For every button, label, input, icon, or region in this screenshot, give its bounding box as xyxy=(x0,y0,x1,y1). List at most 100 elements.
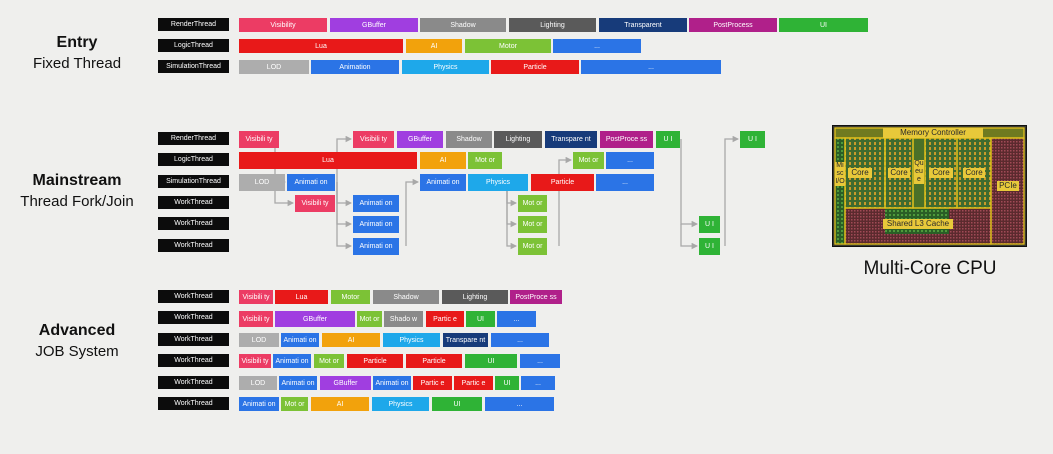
thread-label-logic: LogicThread xyxy=(158,39,229,52)
task-block: GBuffer xyxy=(320,376,371,390)
thread-label-work: WorkThread xyxy=(158,196,229,209)
section-subtitle-mainstream: Thread Fork/Join xyxy=(20,193,134,210)
thread-label-render: RenderThread xyxy=(158,18,229,31)
task-block: Particle xyxy=(531,174,594,191)
cpu-label-memory-controller: Memory Controller xyxy=(883,128,983,138)
section-title-mainstream: Mainstream xyxy=(32,172,122,189)
task-block: Physics xyxy=(468,174,528,191)
thread-label-work: WorkThread xyxy=(158,397,229,410)
thread-label-work: WorkThread xyxy=(158,290,229,303)
cpu-label-l3-cache: Shared L3 Cache xyxy=(883,219,953,229)
task-block: Animati on xyxy=(373,376,411,390)
thread-label-work: WorkThread xyxy=(158,311,229,324)
cpu-label-core: Core xyxy=(888,168,910,178)
task-block: Transpare nt xyxy=(443,333,488,347)
task-block: Physics xyxy=(383,333,440,347)
task-block: Animati on xyxy=(279,376,317,390)
cpu-label-misc-io: Misc I/O xyxy=(835,162,845,186)
task-block: ... xyxy=(596,174,654,191)
task-block: Visibili ty xyxy=(239,311,273,327)
task-block: GBuffer xyxy=(330,18,418,32)
task-block: U I xyxy=(699,238,720,255)
cpu-label-core: Core xyxy=(963,168,985,178)
task-block: Shado w xyxy=(384,311,423,327)
task-block: Partic e xyxy=(454,376,493,390)
task-block: U I xyxy=(699,216,720,233)
task-block: Animation xyxy=(311,60,399,74)
task-block: Partic e xyxy=(413,376,452,390)
task-block: ... xyxy=(581,60,721,74)
cpu-label-pcie: PCIe xyxy=(997,181,1019,191)
task-block: Visibility xyxy=(239,18,327,32)
section-subtitle-entry: Fixed Thread xyxy=(32,55,122,72)
task-block: UI xyxy=(432,397,482,411)
section-subtitle-advanced: JOB System xyxy=(35,343,119,360)
task-block: AI xyxy=(420,152,466,169)
thread-label-logic: LogicThread xyxy=(158,153,229,166)
cpu-label-core: Core xyxy=(848,168,872,178)
task-block: AI xyxy=(406,39,462,53)
task-block: UI xyxy=(465,354,517,368)
thread-label-simulation: SimulationThread xyxy=(158,60,229,73)
task-block: ... xyxy=(520,354,560,368)
task-block: Animati on xyxy=(287,174,335,191)
task-block: Lua xyxy=(239,39,403,53)
task-block: AI xyxy=(322,333,380,347)
task-block: Lua xyxy=(275,290,328,304)
task-block: Shadow xyxy=(373,290,439,304)
task-block: Mot or xyxy=(518,216,547,233)
task-block: LOD xyxy=(239,174,285,191)
task-block: Visibili ty xyxy=(239,354,271,368)
task-block: Visibili ty xyxy=(239,131,279,148)
thread-label-render: RenderThread xyxy=(158,132,229,145)
task-block: U I xyxy=(656,131,680,148)
task-block: Shadow xyxy=(446,131,492,148)
task-block: Transparent xyxy=(599,18,687,32)
task-block: PostProce ss xyxy=(510,290,562,304)
task-block: ... xyxy=(521,376,555,390)
task-block: Mot or xyxy=(518,195,547,212)
task-block: Visibili ty xyxy=(239,290,273,304)
task-block: Animati on xyxy=(239,397,279,411)
task-block: Motor xyxy=(331,290,370,304)
task-block: Animati on xyxy=(353,238,399,255)
task-block: Visibili ty xyxy=(353,131,394,148)
task-block: Animati on xyxy=(420,174,466,191)
task-block: ... xyxy=(485,397,554,411)
task-block: UI xyxy=(495,376,519,390)
task-block: LOD xyxy=(239,60,309,74)
thread-label-work: WorkThread xyxy=(158,239,229,252)
task-block: Animati on xyxy=(281,333,319,347)
section-title-advanced: Advanced xyxy=(38,322,116,339)
task-block: ... xyxy=(606,152,654,169)
task-block: Animati on xyxy=(273,354,311,368)
task-block: Animati on xyxy=(353,195,399,212)
task-block: Motor xyxy=(465,39,551,53)
section-title-entry: Entry xyxy=(56,34,98,51)
task-block: ... xyxy=(553,39,641,53)
task-block: Mot or xyxy=(281,397,308,411)
task-block: Particle xyxy=(491,60,579,74)
task-block: Physics xyxy=(402,60,489,74)
task-block: GBuffer xyxy=(397,131,443,148)
task-block: Particle xyxy=(406,354,462,368)
task-block: LOD xyxy=(239,376,277,390)
thread-label-simulation: SimulationThread xyxy=(158,175,229,188)
task-block: Lua xyxy=(239,152,417,169)
cpu-caption: Multi-Core CPU xyxy=(863,258,997,279)
cpu-label-queue: Queue xyxy=(914,160,924,184)
task-block: U I xyxy=(740,131,765,148)
task-block: Mot or xyxy=(357,311,382,327)
task-block: Lighting xyxy=(509,18,596,32)
task-block: Partic e xyxy=(426,311,464,327)
task-block: AI xyxy=(311,397,369,411)
task-block: Mot or xyxy=(573,152,604,169)
task-block: Particle xyxy=(347,354,403,368)
task-block: Physics xyxy=(372,397,429,411)
task-block: Transpare nt xyxy=(545,131,597,148)
task-block: Shadow xyxy=(420,18,506,32)
task-block: PostProce ss xyxy=(600,131,653,148)
task-block: ... xyxy=(497,311,536,327)
task-block: LOD xyxy=(239,333,279,347)
task-block: Mot or xyxy=(518,238,547,255)
